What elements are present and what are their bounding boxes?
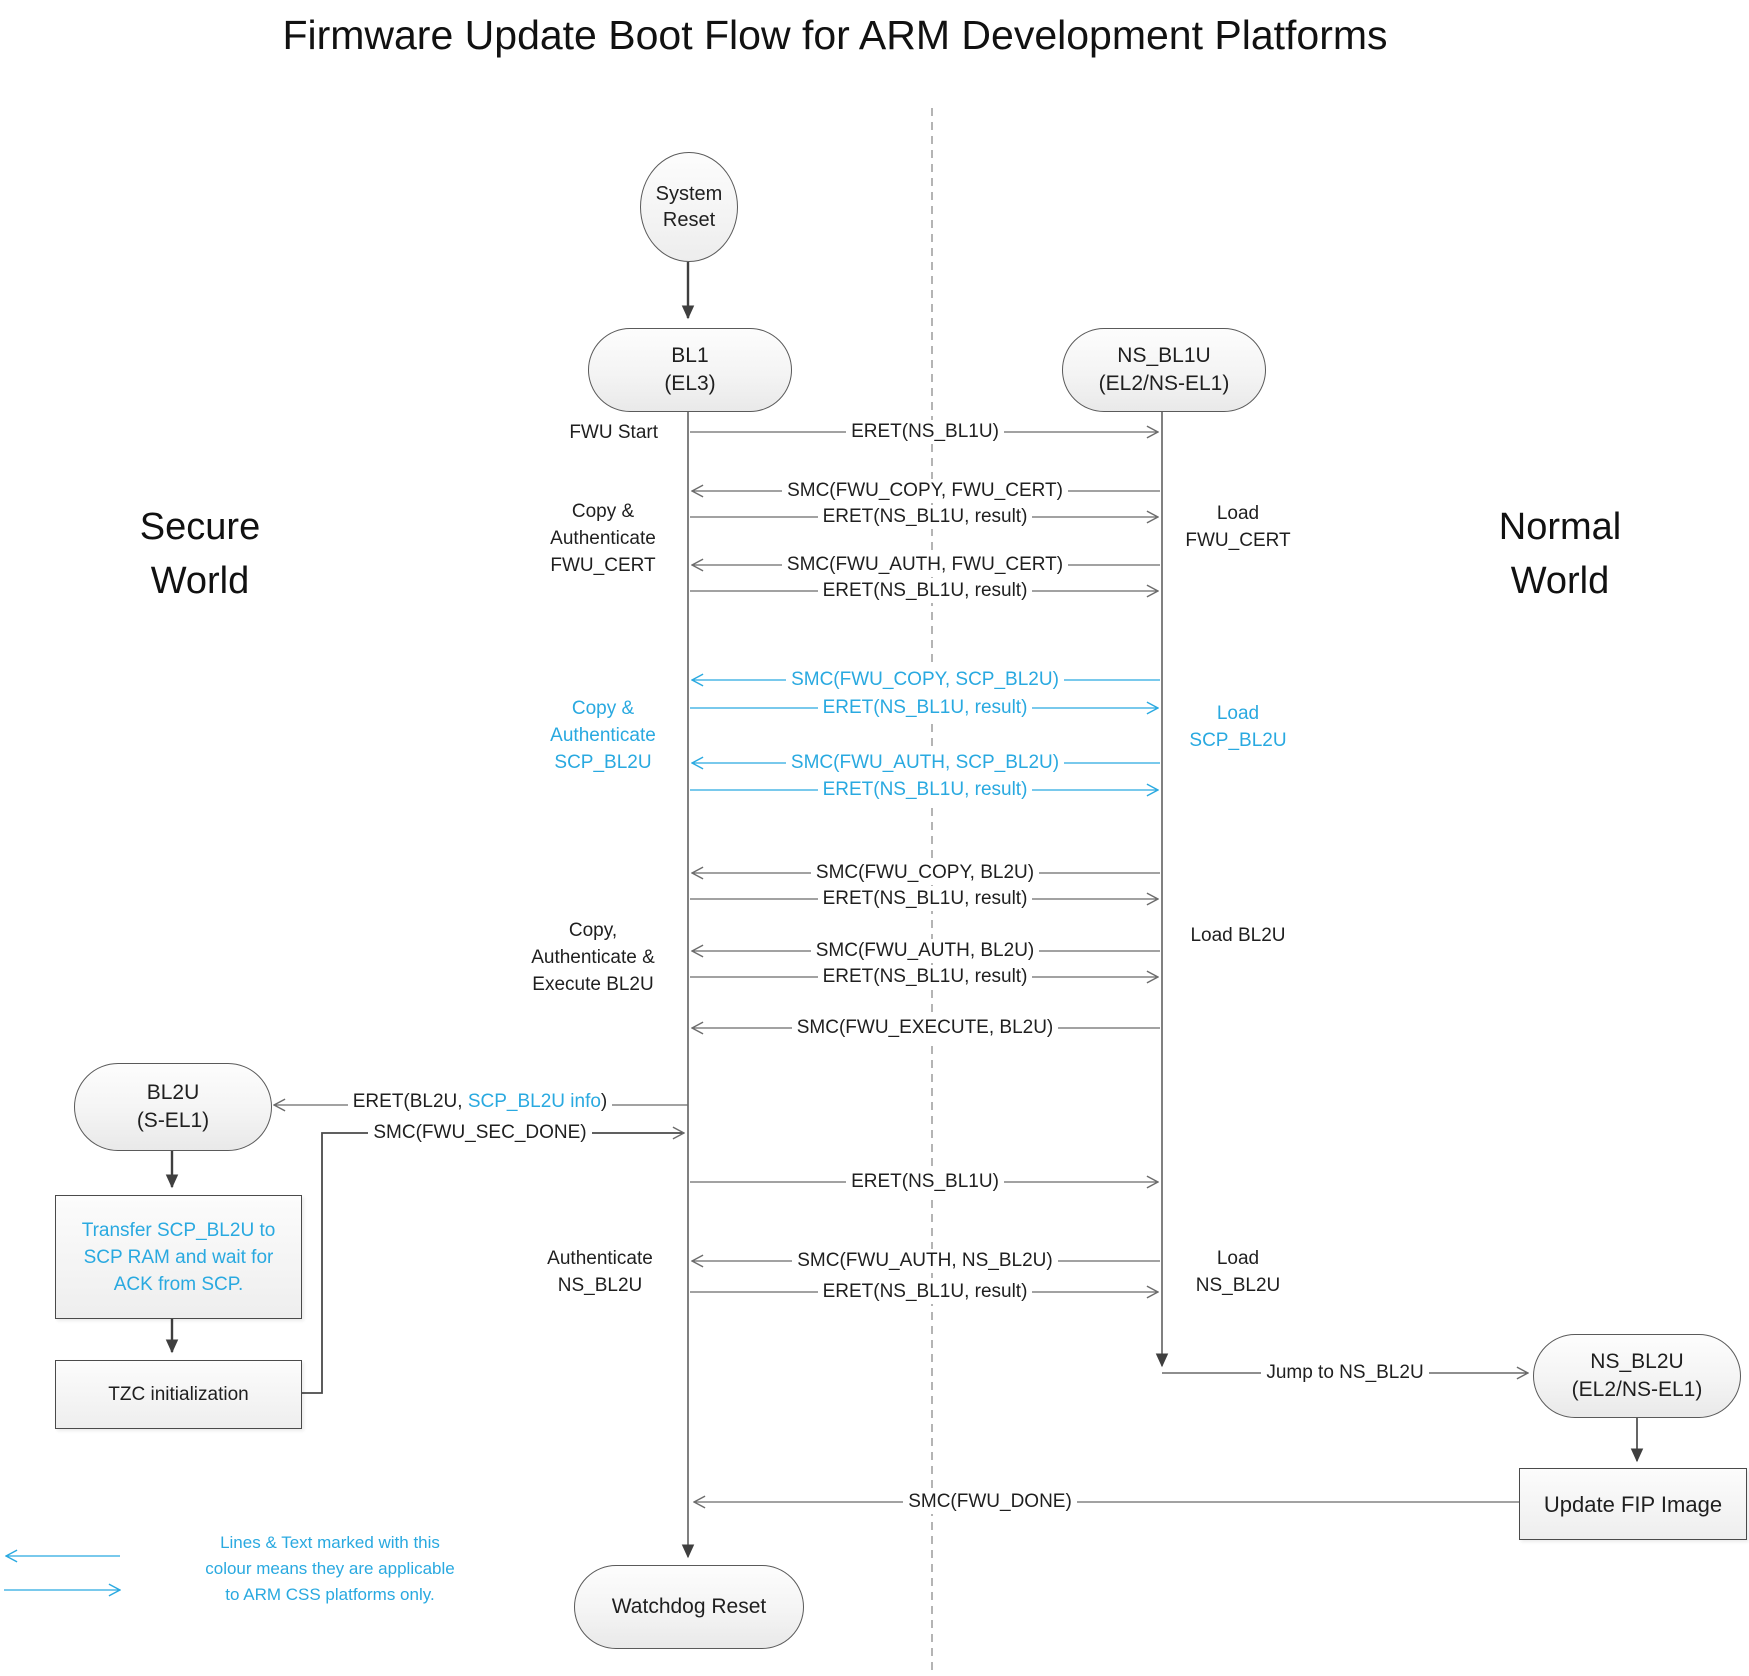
label-load-fwu-cert: Load FWU_CERT: [1185, 503, 1291, 551]
label-copy-auth-exec-bl2u: Copy, Authenticate & Execute BL2U: [531, 920, 655, 995]
normal-world-label: Normal World: [1498, 506, 1622, 602]
box-tzc-initialization: TZC initialization: [55, 1360, 302, 1429]
diagram-title: Firmware Update Boot Flow for ARM Develo…: [282, 12, 1388, 58]
label-load-ns-bl2u: Load NS_BL2U: [1195, 1248, 1281, 1296]
label-authenticate-ns-bl2u: Authenticate NS_BL2U: [547, 1248, 653, 1296]
node-bl1: BL1 (EL3): [588, 328, 792, 412]
label-copy-auth-fwu-cert: Copy & Authenticate FWU_CERT: [550, 501, 656, 576]
label-copy-auth-scp-bl2u: Copy & Authenticate SCP_BL2U: [550, 698, 656, 773]
node-ns-bl2u: NS_BL2U (EL2/NS-EL1): [1533, 1334, 1741, 1418]
box-transfer-scp-bl2u: Transfer SCP_BL2U to SCP RAM and wait fo…: [55, 1195, 302, 1319]
node-watchdog-reset: Watchdog Reset: [574, 1565, 804, 1649]
label-fwu-start: FWU Start: [569, 422, 658, 443]
label-load-bl2u: Load BL2U: [1190, 925, 1286, 946]
node-bl2u: BL2U (S-EL1): [74, 1063, 272, 1151]
secure-world-label: Secure World: [139, 506, 261, 602]
box-update-fip-image: Update FIP Image: [1519, 1468, 1747, 1540]
node-system-reset: System Reset: [640, 152, 738, 262]
label-load-scp-bl2u: Load SCP_BL2U: [1189, 703, 1287, 751]
legend-note: Lines & Text marked with this colour mea…: [205, 1533, 455, 1604]
node-ns-bl1u: NS_BL1U (EL2/NS-EL1): [1062, 328, 1266, 412]
